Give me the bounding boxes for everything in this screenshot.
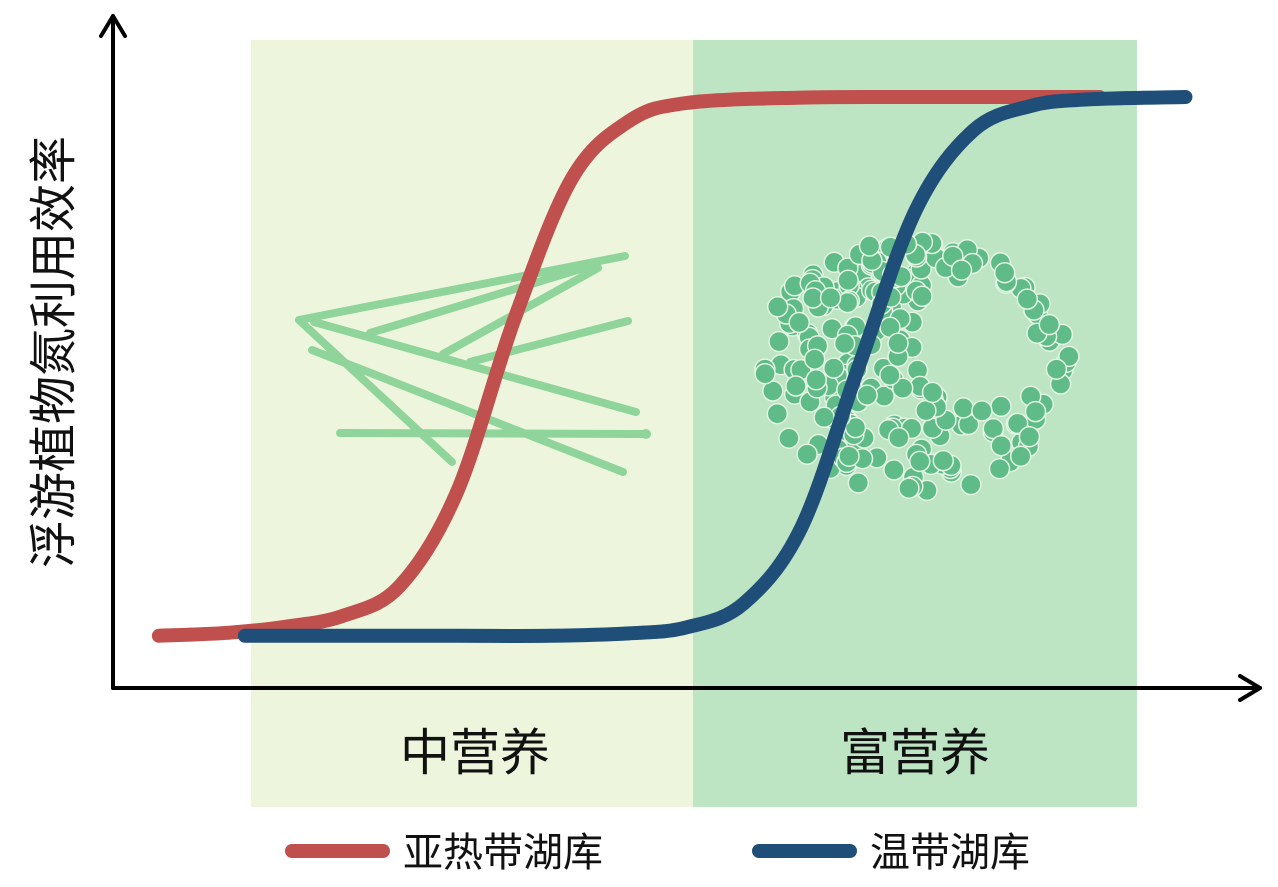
- colony-cell: [796, 443, 818, 465]
- colony-cell: [1058, 345, 1080, 368]
- colony-cell: [990, 434, 1012, 457]
- colony-cell: [971, 400, 993, 422]
- colony-cell: [988, 457, 1011, 480]
- colony-cell: [819, 286, 842, 309]
- colony-cell: [911, 285, 933, 308]
- colony-cell: [891, 377, 914, 399]
- colony-cell: [990, 395, 1012, 418]
- eutrophic-label: 富营养: [840, 724, 990, 782]
- mesotrophic-label: 中营养: [400, 724, 550, 782]
- colony-cell: [1016, 288, 1039, 310]
- curves: [151, 89, 1193, 643]
- colony-cell: [768, 330, 790, 353]
- colony-cell: [844, 416, 867, 439]
- legend-label-temperate: 温带湖库: [870, 830, 1030, 876]
- colonial-algae-icon: [754, 231, 1080, 502]
- colony-cell: [785, 375, 807, 397]
- colony-cell: [1018, 425, 1041, 448]
- colony-cell: [778, 427, 800, 449]
- colony-cell: [898, 477, 920, 499]
- colony-cell: [1009, 445, 1032, 468]
- colony-cell: [805, 369, 827, 391]
- colony-cell: [788, 311, 810, 334]
- colony-cell: [1024, 400, 1047, 423]
- colony-cell: [960, 473, 982, 496]
- colony-cell: [766, 296, 789, 318]
- y-axis-label: 浮游植物氮利用效率: [26, 136, 82, 568]
- temperate-curve: [237, 90, 1193, 643]
- mesotrophic-zone: [251, 40, 693, 807]
- colony-cell: [993, 261, 1016, 284]
- colony-cell: [1038, 313, 1061, 336]
- colony-cell: [915, 399, 937, 422]
- colony-cell: [879, 364, 901, 386]
- colony-cell: [888, 426, 910, 449]
- legend: 亚热带湖库 温带湖库: [285, 830, 1030, 876]
- axes: [99, 14, 1262, 702]
- colony-cell: [838, 445, 860, 467]
- subtropical-curve: [151, 89, 1107, 643]
- colony-cell: [813, 406, 835, 429]
- colony-cell: [932, 449, 955, 472]
- colony-cell: [858, 235, 881, 257]
- colony-cell: [833, 332, 856, 355]
- y-axis-arrow-icon: [99, 14, 127, 38]
- colony-cell: [754, 362, 776, 385]
- colony-cell: [823, 357, 845, 379]
- colony-cell: [847, 472, 870, 494]
- colony-cell: [837, 269, 859, 292]
- colony-cell: [856, 384, 878, 406]
- colony-cell: [950, 259, 973, 281]
- colony-cell: [803, 348, 826, 370]
- colony-cell: [1045, 358, 1068, 380]
- colony-cell: [909, 450, 931, 473]
- colony-cell: [921, 381, 944, 404]
- legend-label-subtropical: 亚热带湖库: [403, 830, 603, 876]
- colony-cell: [766, 402, 789, 425]
- colony-cell: [887, 332, 909, 354]
- x-axis-arrow-icon: [1238, 674, 1262, 702]
- colony-cell: [883, 459, 905, 481]
- colony-cell: [952, 397, 975, 419]
